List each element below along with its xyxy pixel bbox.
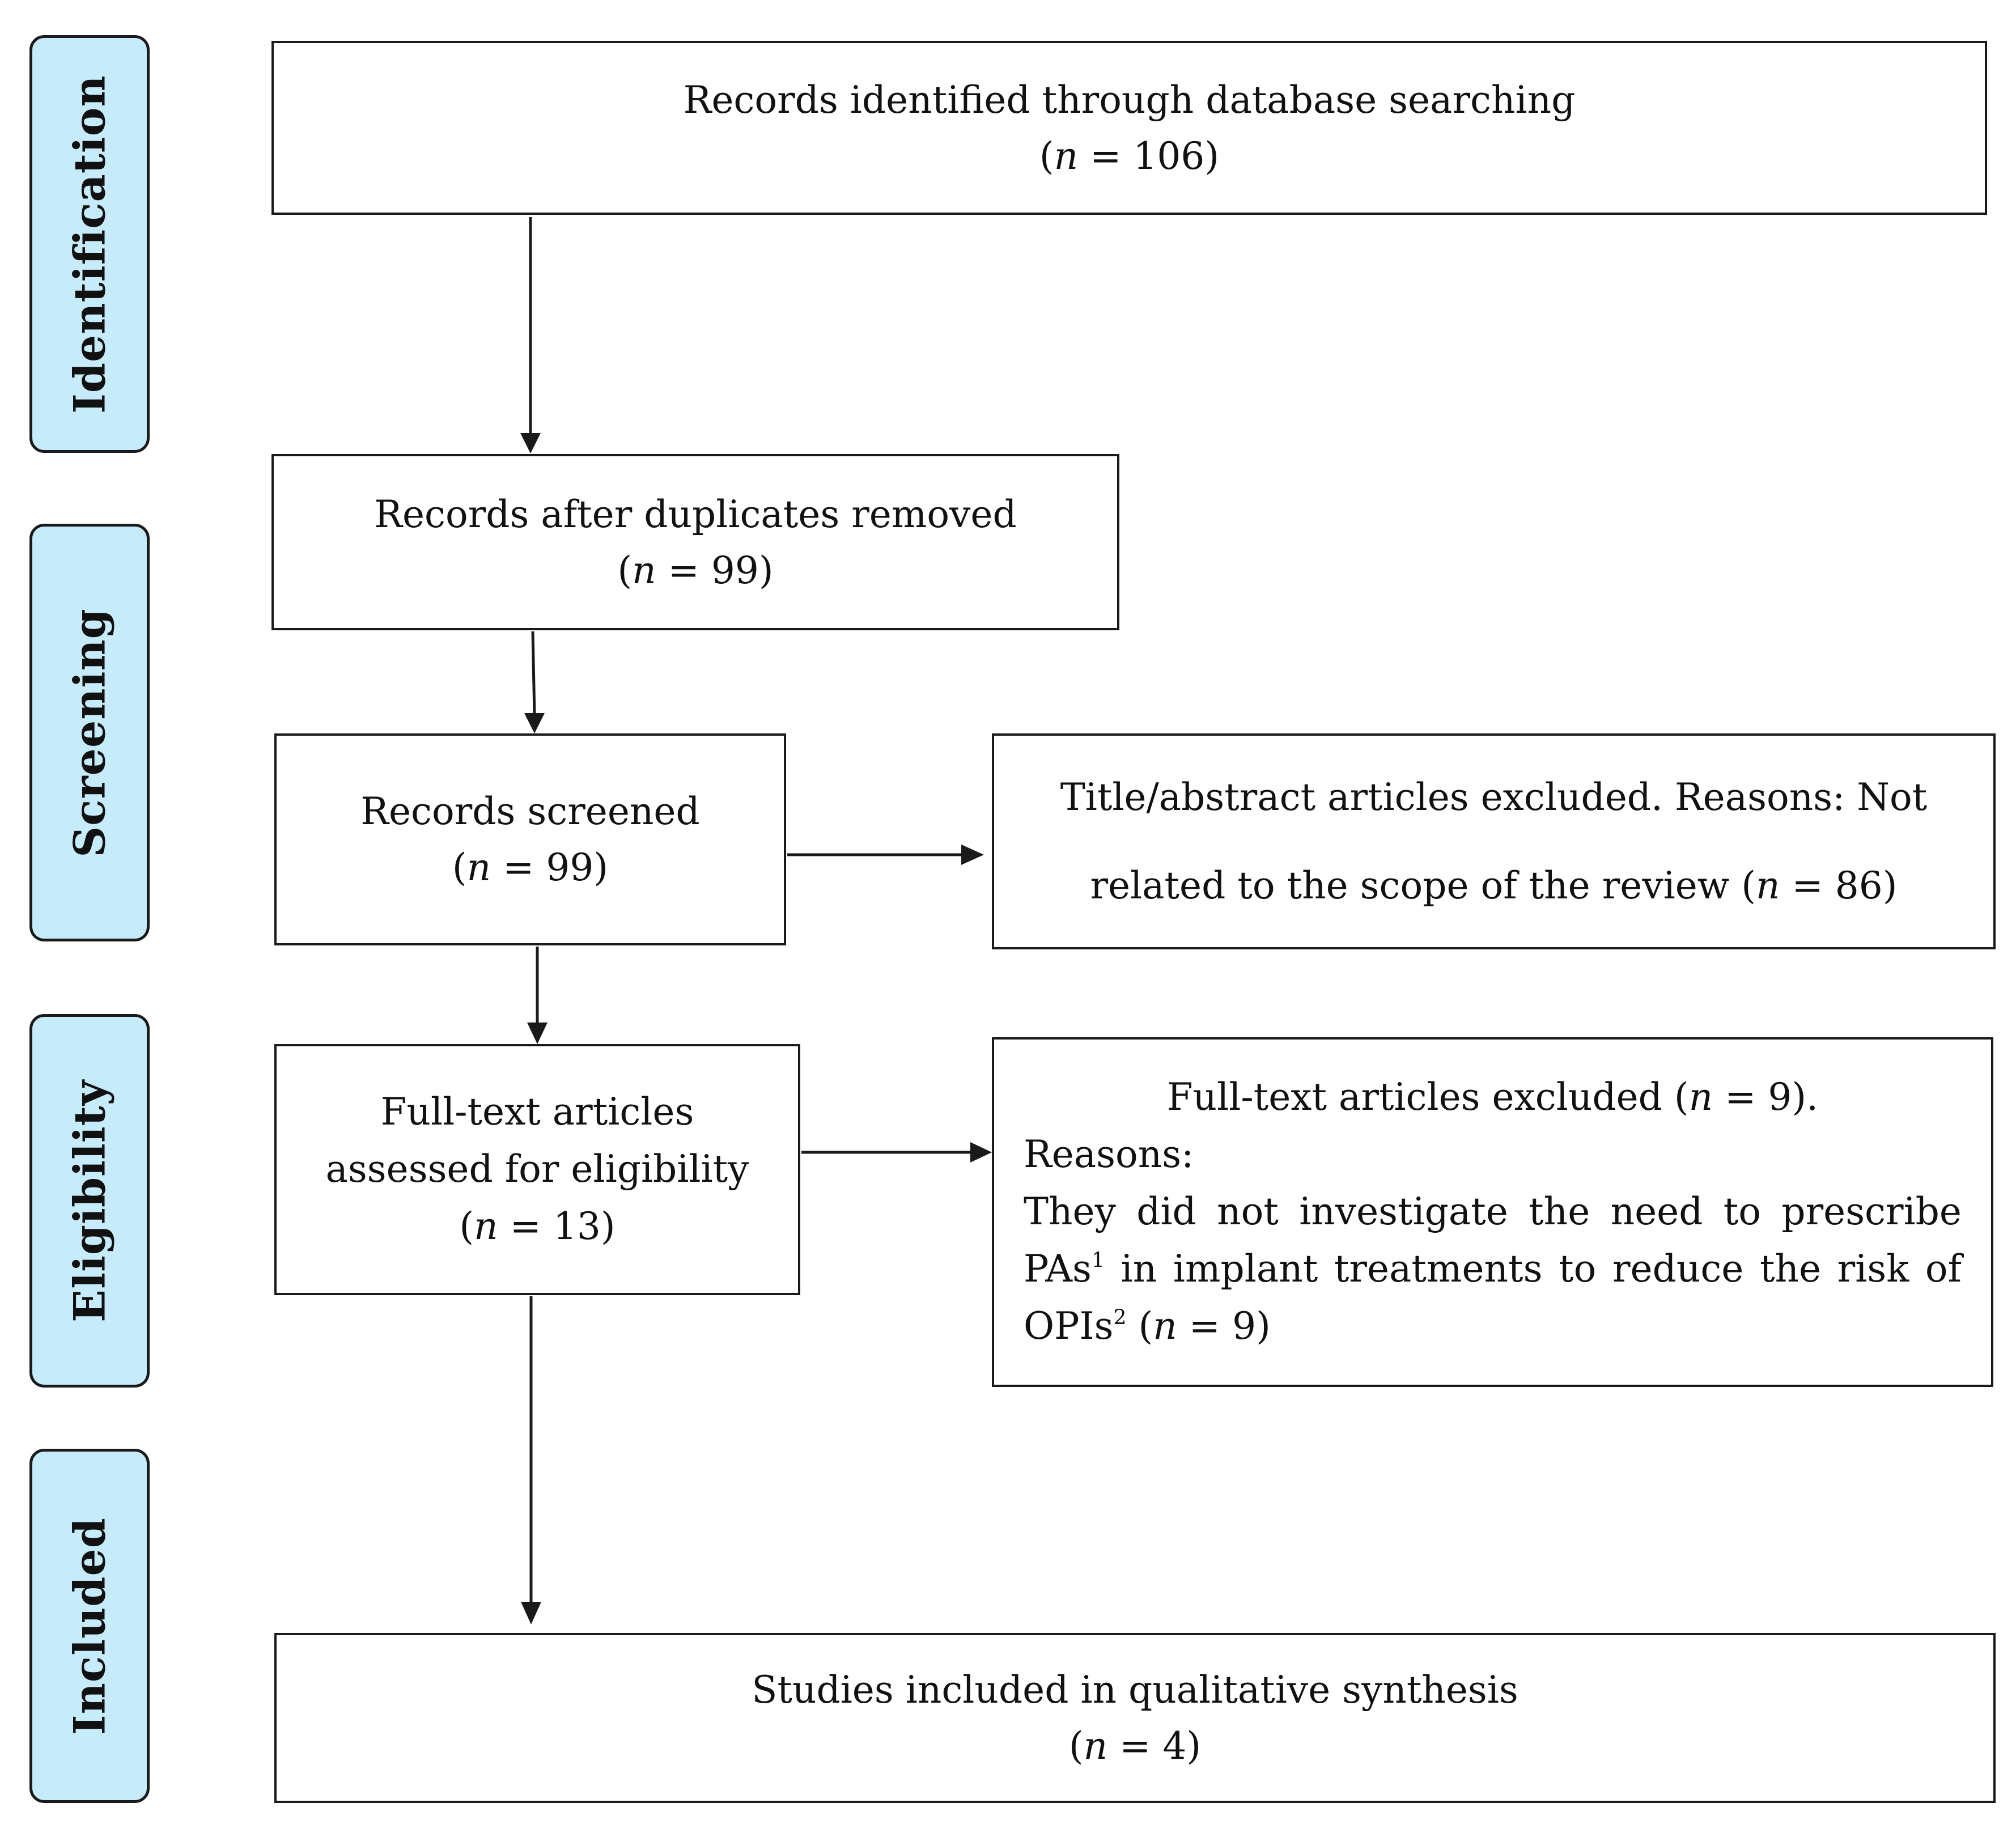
reasons-label: Reasons: bbox=[1024, 1132, 1194, 1177]
box-text: Records screened bbox=[360, 790, 700, 833]
arrowhead-fulltext-to-included bbox=[521, 1602, 541, 1624]
box-text: Title/abstract articles excluded. Reason… bbox=[1060, 775, 1928, 820]
box-fulltext-excluded: Full-text articles excluded (n = 9). Rea… bbox=[992, 1037, 1993, 1387]
box-records-identified: Records identified through database sear… bbox=[271, 41, 1987, 215]
box-fulltext-assessed: Full-text articles assessed for eligibil… bbox=[274, 1044, 800, 1295]
arrowhead-deduplicated-to-screened bbox=[524, 713, 545, 733]
box-records-screened: Records screened (n = 99) bbox=[274, 733, 786, 945]
phase-identification: Identification bbox=[29, 35, 150, 453]
box-text: Studies included in qualitative synthesi… bbox=[752, 1668, 1518, 1712]
box-text: Records identified through database sear… bbox=[683, 78, 1576, 122]
box-title-abstract-excluded: Title/abstract articles excluded. Reason… bbox=[992, 733, 1996, 949]
excluded-heading: Full-text articles excluded (n = 9). bbox=[1166, 1075, 1819, 1119]
box-count: (n = 106) bbox=[1039, 134, 1220, 178]
box-text-line-1: Full-text articles bbox=[380, 1090, 694, 1134]
phase-eligibility: Eligibility bbox=[29, 1014, 150, 1388]
exclusion-reason: They did not investigate the need to pre… bbox=[1024, 1190, 1962, 1348]
box-duplicates-removed: Records after duplicates removed (n = 99… bbox=[271, 454, 1119, 630]
box-count: (n = 13) bbox=[459, 1204, 616, 1248]
box-count: (n = 99) bbox=[617, 548, 774, 592]
phase-included: Included bbox=[29, 1449, 150, 1803]
arrowhead-screened-to-title-excluded bbox=[961, 845, 984, 865]
box-count: (n = 99) bbox=[452, 846, 609, 889]
arrow-deduplicated-to-screened bbox=[531, 631, 536, 716]
phase-screening: Screening bbox=[29, 524, 150, 941]
arrowhead-fulltext-to-excluded bbox=[970, 1142, 992, 1163]
box-text-line-2: assessed for eligibility bbox=[325, 1147, 749, 1191]
box-count: related to the scope of the review (n = … bbox=[1090, 863, 1898, 907]
box-count: (n = 4) bbox=[1068, 1724, 1202, 1768]
arrowhead-screened-to-fulltext bbox=[527, 1023, 547, 1044]
box-studies-included: Studies included in qualitative synthesi… bbox=[274, 1633, 1996, 1803]
arrowhead-identified-to-deduplicated bbox=[520, 433, 541, 453]
box-text: Records after duplicates removed bbox=[374, 492, 1017, 536]
